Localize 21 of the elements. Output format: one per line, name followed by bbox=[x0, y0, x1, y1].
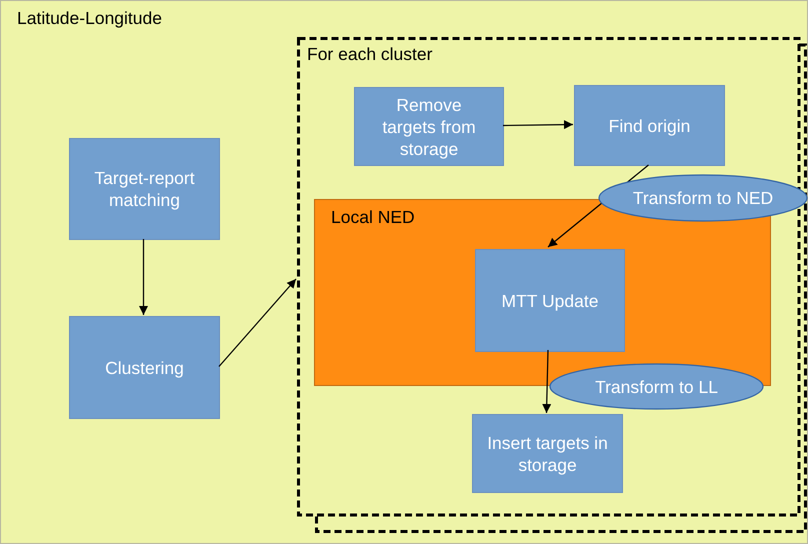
group-title: Local NED bbox=[331, 206, 415, 228]
arrow bbox=[218, 278, 296, 367]
node-label: Remove targets from storage bbox=[381, 94, 477, 160]
edge-label: Transform to LL bbox=[549, 363, 764, 410]
process-box bbox=[354, 87, 504, 166]
process-box bbox=[472, 414, 623, 493]
edge-label: Transform to NED bbox=[598, 174, 808, 222]
process-box bbox=[475, 249, 625, 352]
arrow bbox=[503, 120, 573, 130]
group-title: Latitude-Longitude bbox=[17, 7, 162, 29]
node-label: MTT Update bbox=[502, 290, 598, 312]
node-label: Insert targets in storage bbox=[487, 432, 608, 476]
node-label: Clustering bbox=[105, 356, 184, 378]
process-box bbox=[69, 138, 220, 240]
process-box bbox=[574, 85, 725, 166]
arrow bbox=[542, 350, 552, 414]
group-title: For each cluster bbox=[307, 43, 432, 65]
node-label: Find origin bbox=[608, 114, 690, 136]
node-label: Target-report matching bbox=[93, 167, 196, 211]
process-box bbox=[69, 316, 220, 419]
arrow bbox=[139, 239, 148, 315]
